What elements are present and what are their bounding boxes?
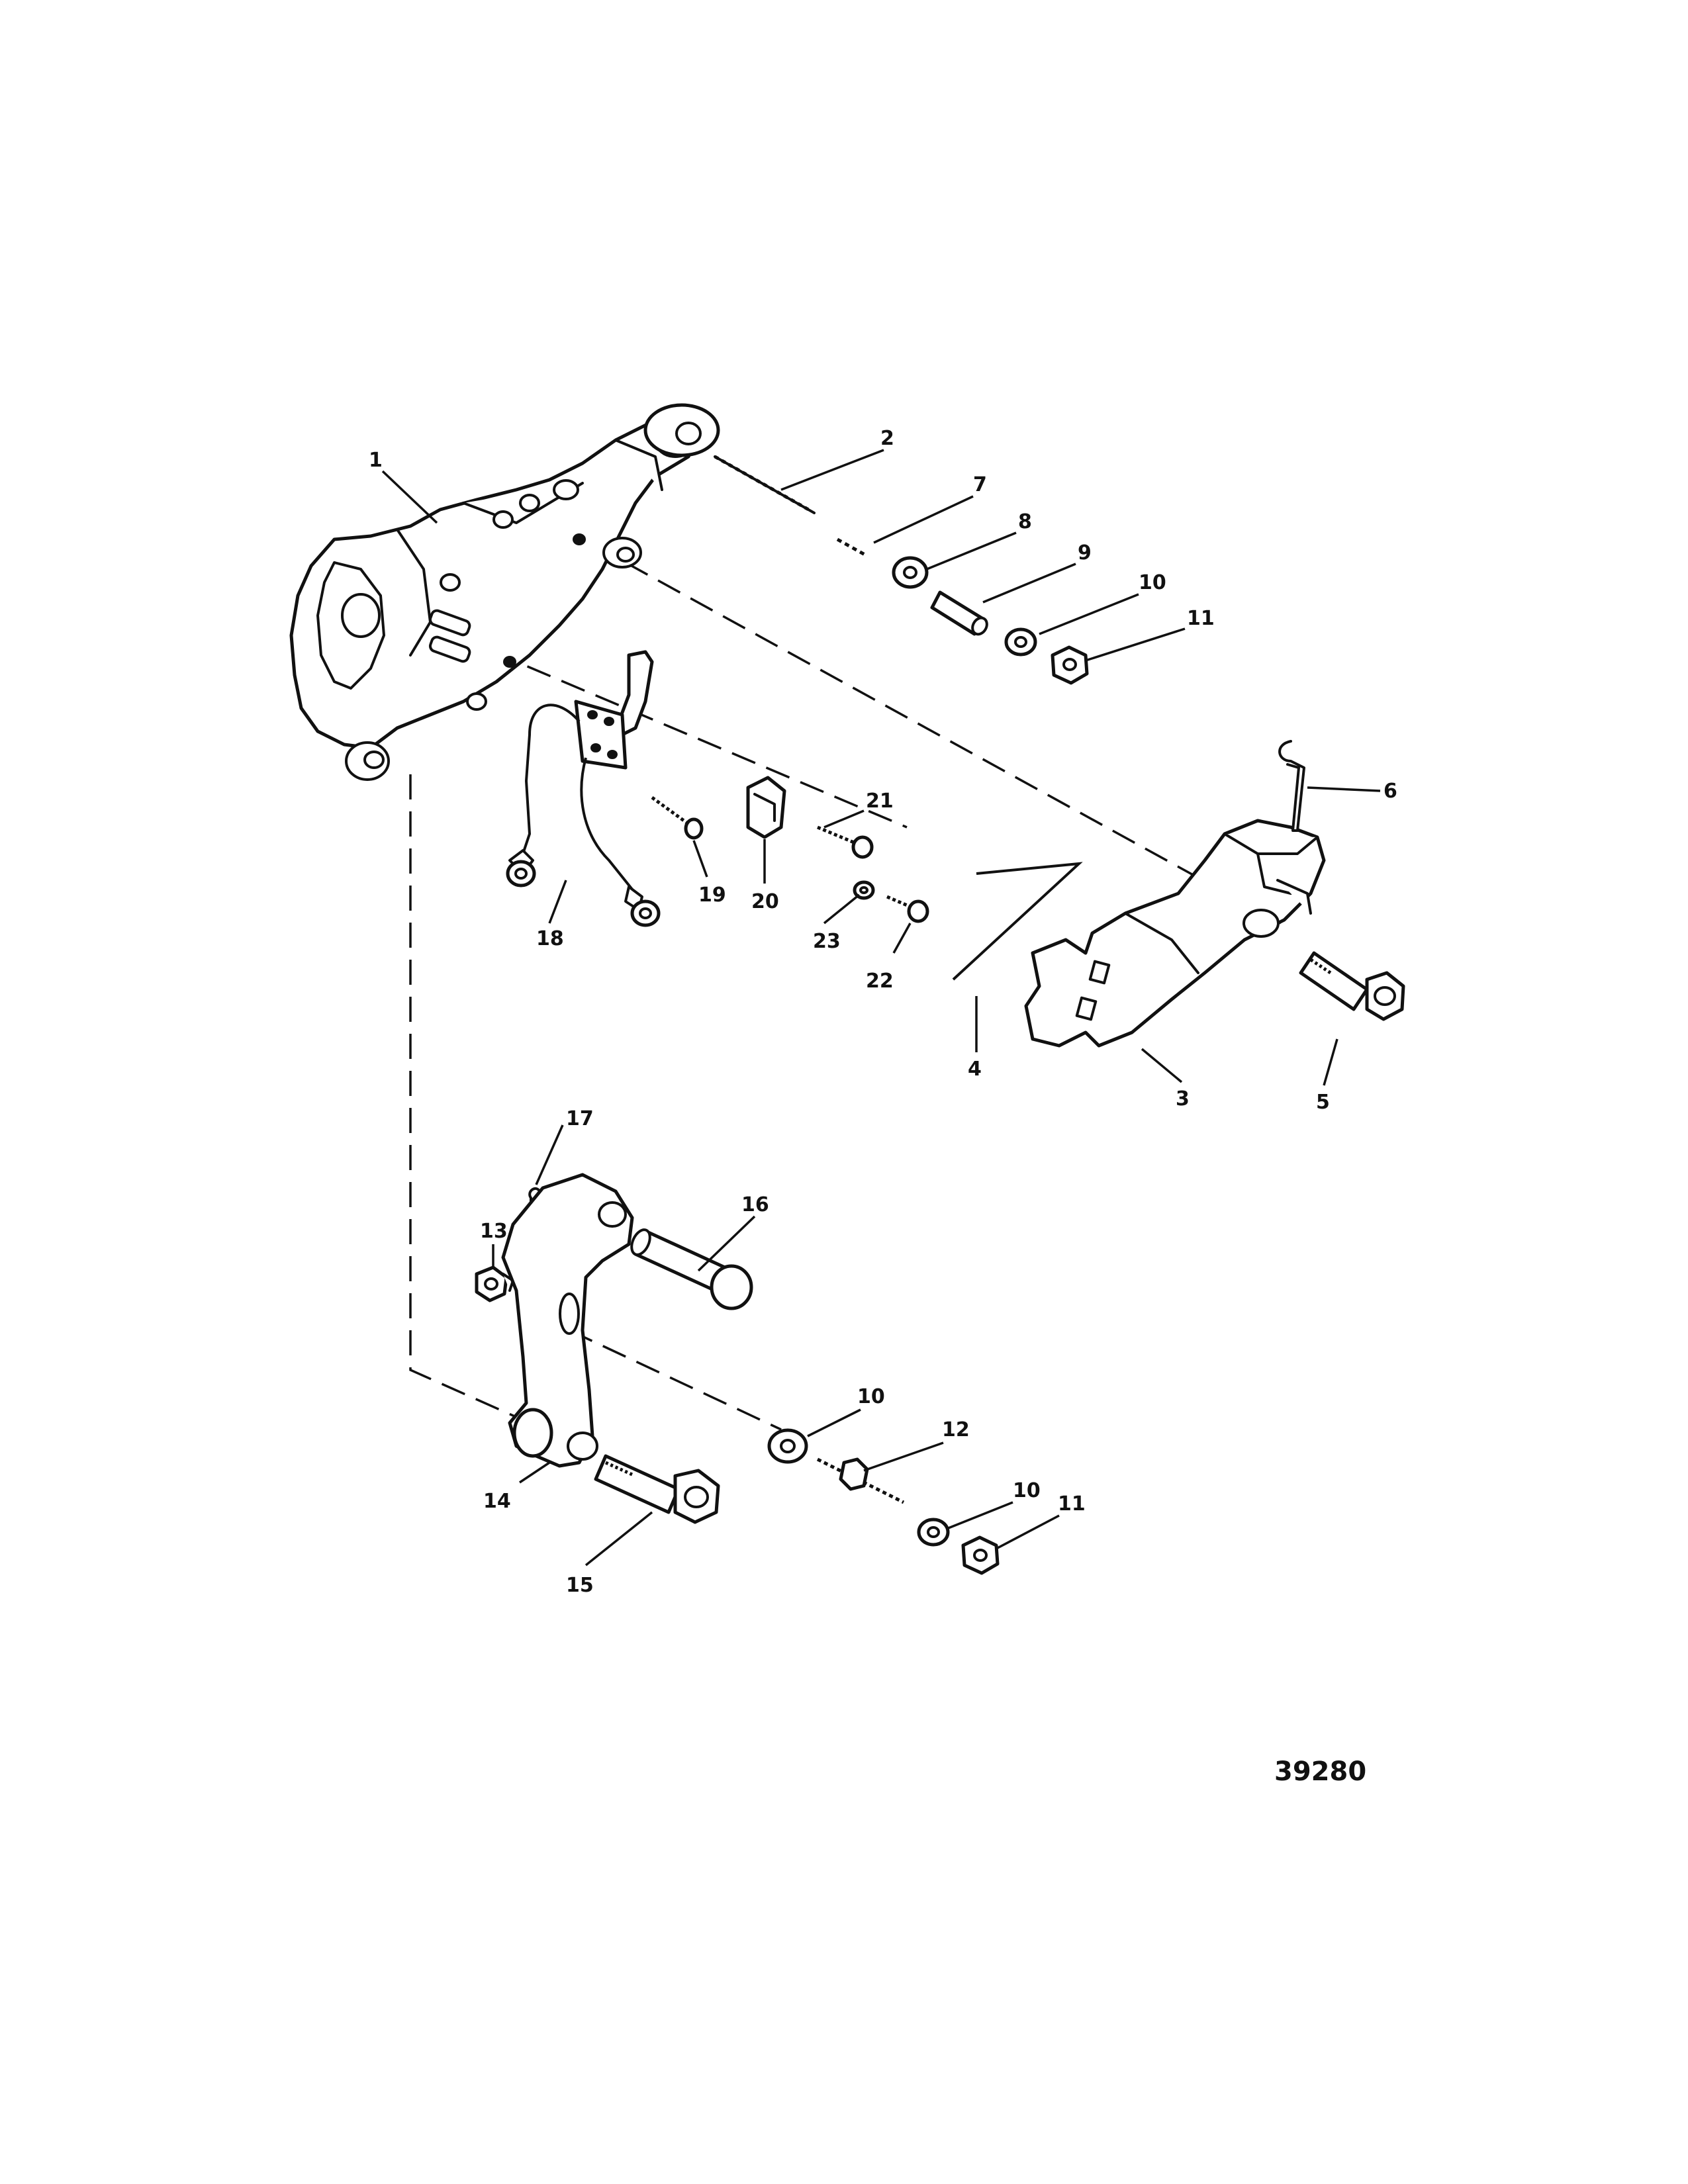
callout-17: 17 bbox=[566, 1107, 594, 1130]
main-bracket bbox=[289, 403, 720, 781]
callout-21: 21 bbox=[866, 790, 894, 813]
pivot-pin bbox=[630, 1228, 753, 1310]
callout-8: 8 bbox=[1018, 510, 1032, 533]
screw-19 bbox=[651, 796, 704, 840]
callout-16: 16 bbox=[741, 1193, 769, 1216]
shoulder-bolt-15 bbox=[594, 1454, 720, 1524]
washer-8 bbox=[892, 556, 929, 589]
callout-11-top: 11 bbox=[1187, 607, 1215, 630]
washer-10-mid bbox=[767, 1428, 808, 1464]
spring bbox=[836, 537, 868, 558]
callout-10-top: 10 bbox=[1139, 571, 1166, 594]
callout-19: 19 bbox=[698, 884, 726, 907]
callout-20: 20 bbox=[751, 890, 779, 913]
callout-14: 14 bbox=[483, 1490, 511, 1513]
nut-11-top bbox=[1051, 645, 1089, 685]
callout-13: 13 bbox=[480, 1220, 508, 1243]
spacer-sleeve bbox=[930, 590, 988, 636]
callout-23: 23 bbox=[813, 930, 841, 953]
nut-11-low bbox=[961, 1535, 1000, 1575]
callout-6: 6 bbox=[1383, 780, 1397, 803]
callout-15: 15 bbox=[566, 1574, 594, 1597]
lock-washer-23 bbox=[853, 880, 875, 900]
callout-7: 7 bbox=[973, 473, 987, 496]
long-stud bbox=[714, 455, 816, 514]
callout-12: 12 bbox=[942, 1418, 970, 1441]
shift-lever bbox=[1024, 819, 1326, 1048]
callout-1: 1 bbox=[369, 449, 383, 472]
callout-10-low: 10 bbox=[1013, 1479, 1041, 1502]
callout-2: 2 bbox=[880, 427, 894, 450]
callout-labels: 1 2 7 8 9 10 11 6 21 19 20 18 23 22 4 3 … bbox=[369, 427, 1397, 1597]
figure-number: 39280 bbox=[1274, 1756, 1366, 1787]
washer-10-top bbox=[1004, 627, 1037, 657]
screw-21 bbox=[817, 825, 874, 859]
callout-5: 5 bbox=[1316, 1091, 1330, 1114]
stud-12 bbox=[816, 1457, 905, 1504]
cotter-pin-6 bbox=[1278, 740, 1305, 832]
link-arm bbox=[501, 1173, 634, 1468]
callout-9: 9 bbox=[1078, 541, 1092, 565]
clamp-block bbox=[746, 776, 786, 839]
callout-3: 3 bbox=[1176, 1087, 1190, 1111]
callout-4: 4 bbox=[968, 1058, 982, 1081]
callout-10-mid: 10 bbox=[857, 1385, 885, 1408]
switch-assembly bbox=[506, 650, 661, 927]
shoulder-bolt-5 bbox=[1299, 951, 1405, 1021]
leader-lines bbox=[381, 449, 1381, 1567]
screw-22 bbox=[886, 895, 929, 923]
callout-11-low: 11 bbox=[1058, 1492, 1086, 1516]
washer-10-low bbox=[917, 1518, 950, 1547]
spring-wire bbox=[952, 862, 1083, 981]
assembly-lines bbox=[409, 561, 1282, 1431]
callout-18: 18 bbox=[536, 927, 564, 950]
callout-22: 22 bbox=[866, 970, 894, 993]
